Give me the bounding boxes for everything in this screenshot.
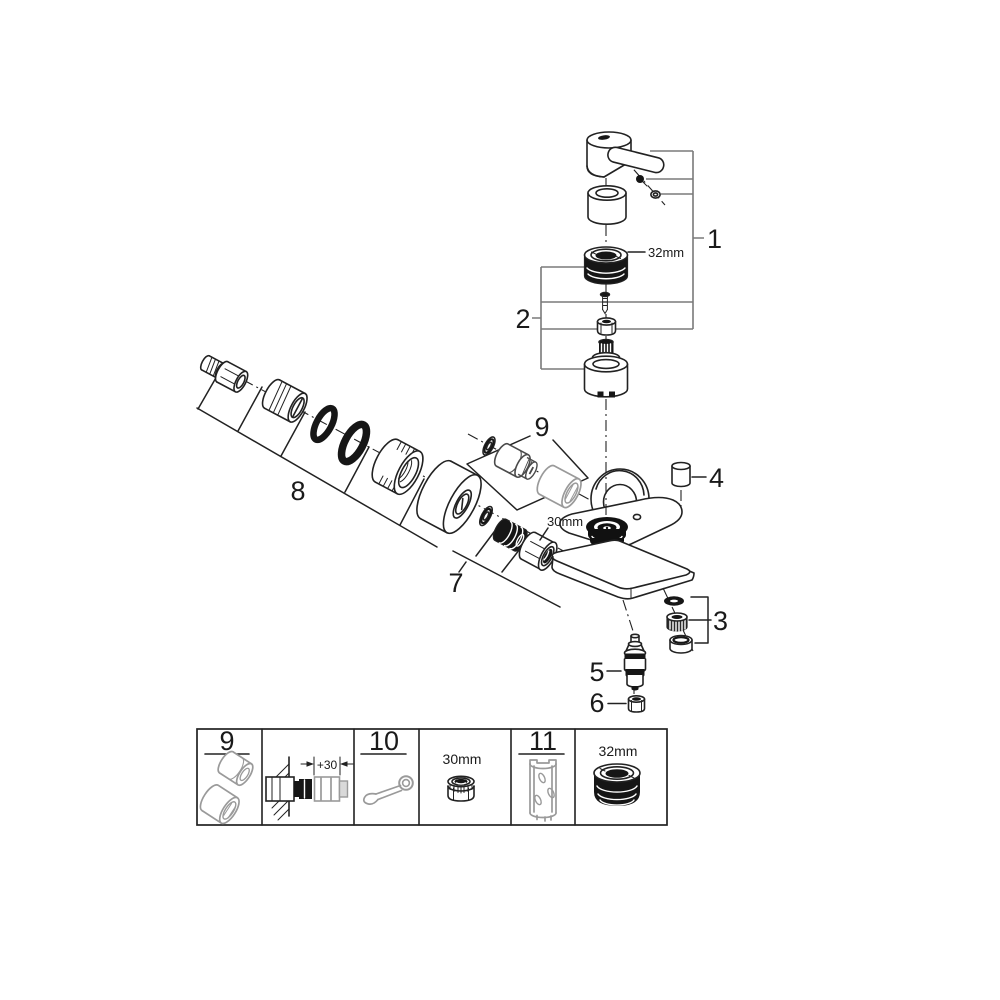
o-ring-large-2 bbox=[337, 420, 371, 466]
legend-cell-wrench: 10 bbox=[360, 726, 414, 805]
s-union bbox=[199, 354, 249, 393]
callout-5: 5 bbox=[589, 657, 604, 687]
outlet-nipple bbox=[492, 518, 528, 552]
diverter-stop-nut bbox=[627, 694, 646, 713]
legend-size-32mm: 32mm bbox=[599, 743, 638, 759]
callout-bracket-1 bbox=[646, 150, 704, 329]
nut-30mm-icon bbox=[447, 775, 475, 802]
legend-cell-wall-mounting: +30 bbox=[265, 756, 354, 821]
cartridge-screw bbox=[599, 291, 611, 315]
o-ring-large bbox=[310, 404, 338, 444]
ring-32mm-icon bbox=[593, 763, 641, 806]
callout-1: 1 bbox=[707, 224, 722, 254]
cartridge bbox=[583, 338, 629, 398]
outlet-o-ring bbox=[664, 596, 684, 606]
group-7-leader bbox=[452, 527, 561, 608]
callout-2: 2 bbox=[515, 304, 530, 334]
escutcheon bbox=[416, 459, 482, 535]
union-nut-30mm bbox=[518, 531, 558, 571]
callout-4: 4 bbox=[709, 463, 724, 493]
leader-30mm bbox=[539, 527, 549, 541]
callout-8: 8 bbox=[290, 476, 305, 506]
callout-7: 7 bbox=[448, 568, 463, 598]
outlet-ring bbox=[669, 634, 693, 654]
check-valve-socket-icon bbox=[199, 784, 240, 825]
callout-bracket-2 bbox=[532, 266, 693, 370]
dimension-plus30: +30 bbox=[300, 756, 354, 776]
cap-sleeve bbox=[587, 185, 627, 225]
callout-3: 3 bbox=[713, 606, 728, 636]
legend-dim-plus30: +30 bbox=[317, 758, 338, 772]
wrench-icon bbox=[362, 775, 414, 805]
mounting-tool-icon bbox=[529, 759, 557, 822]
check-valve bbox=[493, 442, 538, 480]
legend-cell-ring-32mm: 32mm bbox=[593, 743, 641, 806]
eccentric-adapter bbox=[261, 378, 308, 423]
threaded-ring-32mm bbox=[583, 246, 629, 285]
dim-32mm: 32mm bbox=[648, 245, 684, 260]
legend-label-11: 11 bbox=[529, 726, 557, 756]
legend-table: 9 bbox=[196, 726, 668, 826]
flow-regulator bbox=[666, 612, 688, 632]
dim-30mm: 30mm bbox=[547, 514, 583, 529]
legend-size-30mm: 30mm bbox=[443, 751, 482, 767]
callout-6: 6 bbox=[589, 688, 604, 718]
legend-label-10: 10 bbox=[369, 726, 399, 756]
check-valve-socket bbox=[536, 464, 582, 509]
diverter-cartridge bbox=[623, 633, 647, 691]
faucet-body bbox=[551, 468, 695, 600]
group-8-leader bbox=[196, 368, 438, 548]
lever-handle bbox=[586, 131, 665, 178]
legend-label-9: 9 bbox=[219, 726, 234, 756]
check-valve-washer bbox=[482, 436, 496, 456]
check-valve-icon bbox=[217, 750, 254, 787]
union-washer bbox=[478, 505, 494, 527]
plug-screw bbox=[671, 461, 691, 488]
callout-9: 9 bbox=[534, 412, 549, 442]
union-nut-wall bbox=[371, 438, 424, 496]
callout-bracket-3 bbox=[688, 596, 712, 644]
legend-cell-nut-30mm: 30mm bbox=[443, 751, 482, 802]
wall-mount-icon bbox=[265, 756, 349, 821]
legend-cell-mounting-tool: 11 bbox=[518, 726, 565, 822]
handle-screw bbox=[636, 175, 661, 199]
legend-cell-check-valves: 9 bbox=[199, 726, 254, 825]
cartridge-cap-nut bbox=[596, 315, 617, 336]
